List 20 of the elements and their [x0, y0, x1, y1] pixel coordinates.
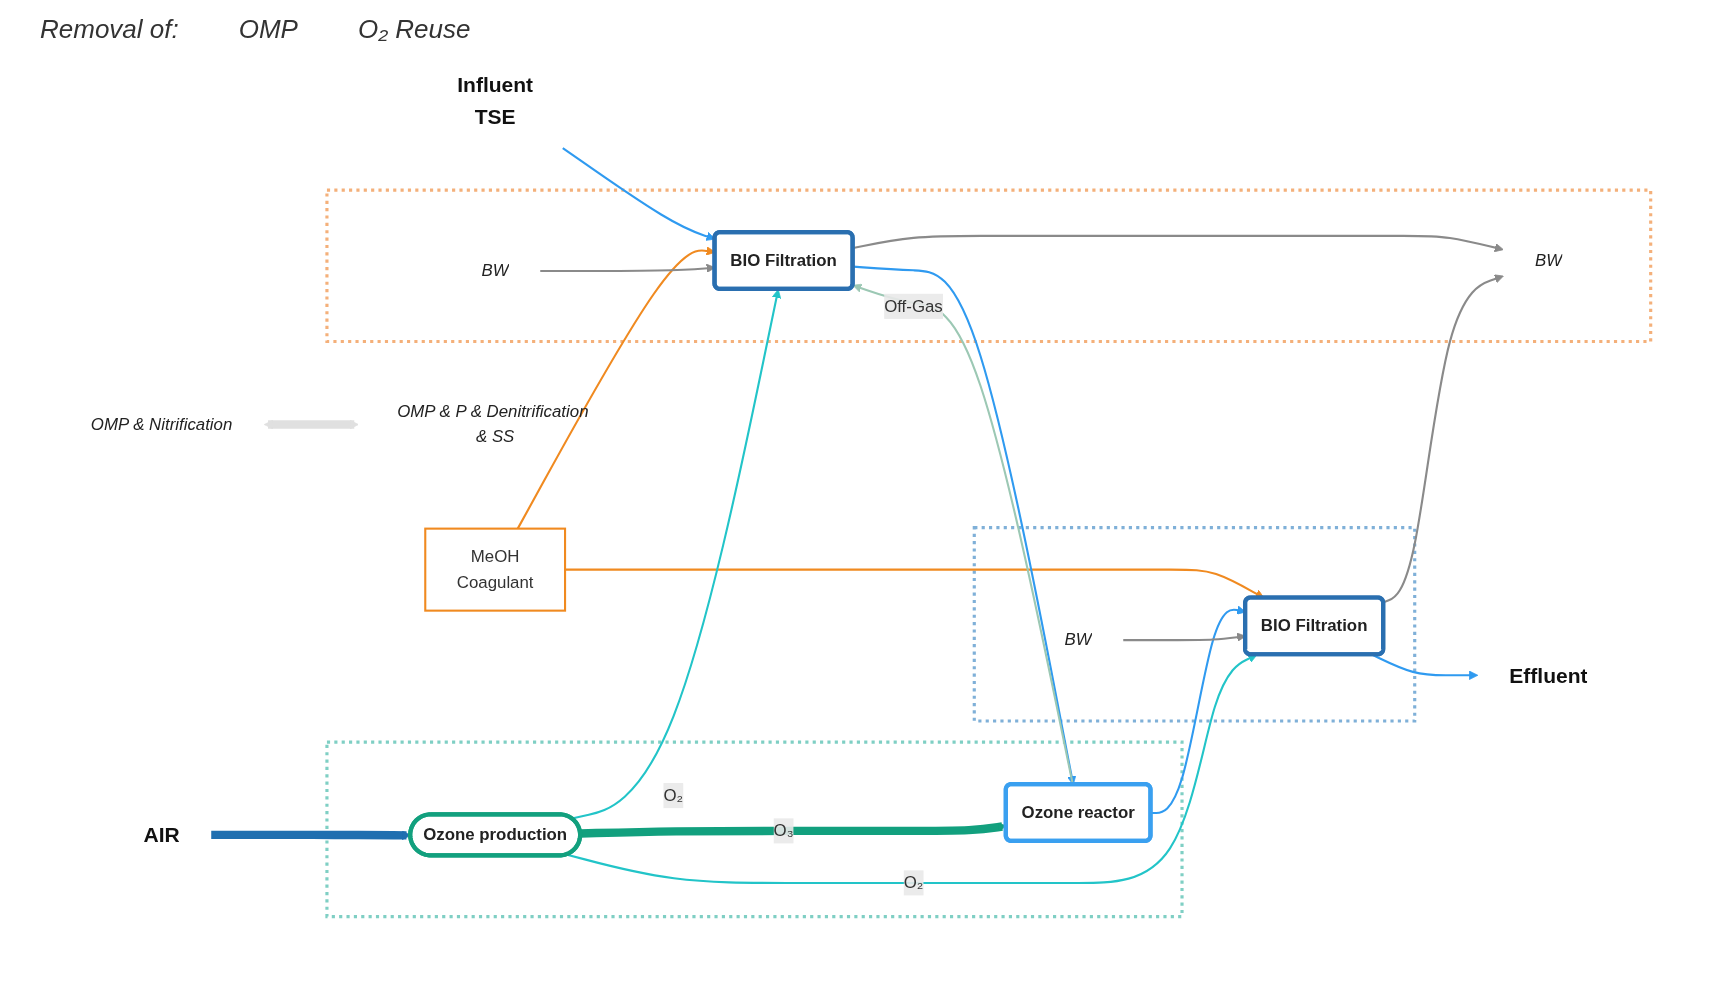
- node-text: Influent TSE: [456, 73, 533, 129]
- node-box: MeOH Coagulant: [423, 527, 566, 612]
- arrow: [566, 654, 1257, 884]
- arrow: [210, 830, 411, 840]
- edge-label: O₂: [662, 786, 683, 805]
- note-text: O₂ Reuse: [357, 14, 471, 45]
- cluster: [324, 188, 1652, 344]
- note-text: OMP: [238, 14, 298, 45]
- edge-label: O₂: [903, 873, 923, 892]
- arrow: [1382, 274, 1504, 604]
- note-text: Removal of:: [40, 14, 179, 45]
- cluster: [324, 740, 1184, 919]
- node-text: Effluent: [1508, 663, 1588, 687]
- node-text: AIR: [142, 823, 180, 847]
- node-text: OMP & Nitrification: [90, 415, 232, 433]
- edge-label: Off-Gas: [883, 296, 943, 315]
- edge-label: O₃: [773, 821, 794, 840]
- arrow: [263, 419, 359, 430]
- cluster: [972, 526, 1416, 723]
- arrow: [571, 289, 781, 820]
